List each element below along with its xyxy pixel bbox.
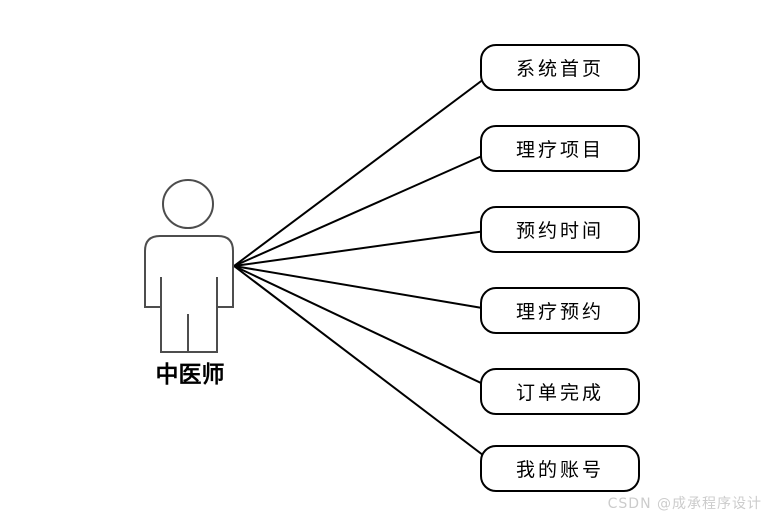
usecase-label: 预约时间 (515, 220, 604, 242)
actor-arm-lines (160, 277, 218, 307)
usecase-node-my-account: 我的账号 (480, 445, 640, 492)
usecase-label: 理疗项目 (515, 139, 604, 161)
usecase-node-therapy-items: 理疗项目 (480, 125, 640, 172)
usecase-node-therapy-booking: 理疗预约 (480, 287, 640, 334)
association-line-therapy-items (233, 147, 501, 267)
usecase-node-system-home: 系统首页 (480, 44, 640, 91)
association-line-therapy-booking (233, 265, 501, 312)
usecase-label: 理疗预约 (515, 301, 604, 323)
association-lines (233, 66, 501, 469)
association-line-my-account (233, 265, 501, 469)
usecase-node-appointment-time: 预约时间 (480, 206, 640, 253)
usecase-label: 订单完成 (515, 382, 604, 404)
watermark: CSDN @成承程序设计 (607, 496, 762, 512)
usecase-label: 我的账号 (515, 459, 604, 481)
association-line-order-complete (233, 265, 501, 393)
association-line-appointment-time (233, 228, 501, 267)
actor-body (144, 235, 234, 353)
association-line-system-home (233, 66, 501, 267)
actor-label: 中医师 (155, 362, 225, 388)
usecase-node-order-complete: 订单完成 (480, 368, 640, 415)
actor-figure (144, 179, 234, 353)
actor-head (162, 179, 214, 229)
usecase-label: 系统首页 (515, 58, 604, 80)
